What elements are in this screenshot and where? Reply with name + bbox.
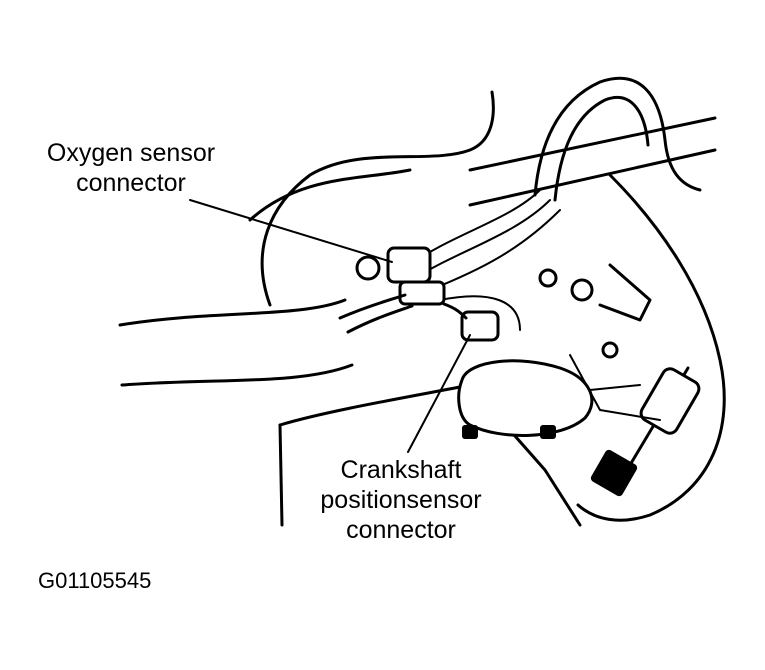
crank-connector-wire	[442, 302, 468, 320]
wire-3	[429, 209, 561, 291]
frame-rail-lower	[468, 148, 717, 207]
oxygen-label-line1: Oxygen sensor	[46, 139, 216, 167]
crank-leader-line	[407, 334, 471, 453]
crankshaft-sensor-label: Crankshaft positionsensor connector	[296, 455, 506, 545]
frame-rail	[468, 116, 717, 172]
oxygen-label-line2: connector	[76, 169, 186, 197]
hose-neck	[260, 90, 495, 307]
bolt-3	[601, 341, 619, 359]
spring-coil	[639, 367, 701, 435]
housing-right	[576, 173, 726, 522]
hose-outline-bottom	[120, 363, 354, 387]
linkage-1	[569, 354, 661, 421]
linkage-2	[589, 384, 641, 391]
oxygen-connector-body	[386, 246, 432, 284]
bolt-1	[570, 278, 594, 302]
bolt-head	[355, 255, 381, 281]
bracket	[598, 263, 652, 322]
connector-lead-2	[346, 304, 414, 334]
hose-outline-top	[118, 298, 347, 327]
crank-label-line3: connector	[346, 516, 456, 544]
harness-tube-inner	[553, 95, 650, 202]
harness-tube-outer	[533, 76, 702, 197]
hose-neck-inner	[248, 168, 412, 222]
sensor-module	[457, 359, 594, 437]
wire-4	[439, 295, 521, 331]
oxygen-sensor-label: Oxygen sensor connector	[26, 138, 236, 198]
sensor-mount-2	[540, 425, 556, 439]
oxygen-leader-line	[189, 199, 393, 263]
body-panel-left	[278, 423, 284, 527]
connector-lead	[338, 293, 407, 320]
crank-label-line1: Crankshaft	[340, 456, 462, 484]
bolt-2	[538, 268, 558, 288]
oxygen-connector-plug	[398, 280, 446, 306]
sensor-mount-1	[462, 425, 478, 439]
rod-tip	[590, 449, 638, 497]
crank-label-line2: positionsensor	[320, 486, 482, 514]
figure-id: G01105545	[38, 568, 152, 593]
crank-connector-body	[460, 310, 500, 342]
